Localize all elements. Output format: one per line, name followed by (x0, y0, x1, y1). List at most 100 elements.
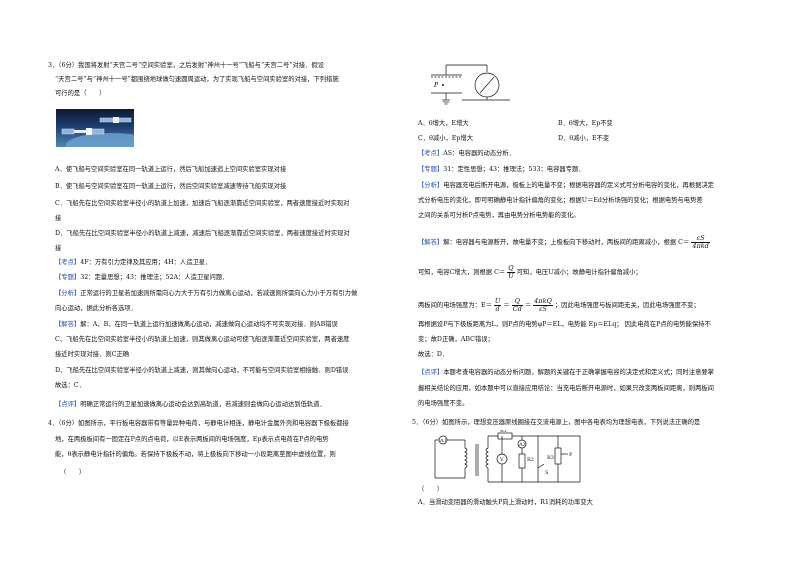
q3-jieda-line4: D、飞船先在比空间实验室半径小的轨道上减速，则其做向心运动，不可能与空间实验室相… (55, 367, 349, 374)
point-p-label: P (433, 82, 439, 89)
kaodian-text: 4F：万有引力定律及其应用；4H：人造卫星． (80, 259, 212, 266)
q4-jieda-line6: 故选：D． (418, 351, 449, 358)
right-column: P A．θ增大，E增大 B．θ增大，Ep不变 C．θ减小，Ep增大 D．θ减小，… (400, 0, 800, 565)
ammeter-a2-label: A2 (518, 442, 526, 448)
q4-option-c: C．θ减小，Ep增大 (418, 135, 474, 142)
q4-jieda-line4: 再根据设P与下极板距离为L，则P点的电势φP＝EL，电势能 Ep＝ELq； 因此… (418, 321, 711, 328)
space-station-image (56, 109, 134, 147)
q4-fenxi-line2: 式分析电压的变化，即可明确静电计指针偏角的变化；根据U＝Ed分析场强的变化；根据… (418, 197, 703, 204)
left-column: 3．（6分）我国将发射“天宫二号”空间实验室，之后发射“神州十一号”飞船与“天宫… (48, 62, 357, 476)
q4-stem-line4: （ ） (60, 469, 86, 476)
q4-option-b: B．θ增大，Ep不变 (558, 120, 613, 127)
frac-denominator: εS (539, 305, 547, 313)
dianping-text: 本题考查电容器的动态分析问题，解题的关键在于正确掌握电容的决定式和定义式；同时注… (443, 369, 714, 376)
fenxi-tag: 【分析】 (55, 290, 81, 297)
switch-s-label: S (545, 470, 549, 476)
frac-denominator: 4πkd (692, 242, 709, 250)
fenxi-text: 电容器充电后断开电源，极板上的电量不变；根据电容器的定义式可分析电容的变化，再根… (443, 182, 714, 189)
q4-fenxi-line1: 【分析】电容器充电后断开电源，极板上的电量不变；根据电容器的定义式可分析电容的变… (418, 182, 714, 190)
frac-denominator: Cd (512, 305, 522, 313)
resistor-r2-label: R2 (527, 457, 534, 463)
q4-option-a: A．θ增大，E增大 (418, 120, 469, 127)
dianping-tag: 【点评】 (55, 401, 81, 408)
frac-numerator: 4πkQ (533, 297, 553, 306)
jieda-text: 可知，电容C增大，则根据 C＝ (418, 269, 506, 276)
q3-option-d-line1: D．飞船先在比空间实验室半径小的轨道上减速，减速后飞船逐渐靠近空间实验室，两者速… (55, 230, 350, 237)
q3-option-c-line1: C．飞船先在比空间实验室半径小的轨道上加速，加速后飞船逐渐靠近空间实验室，两者速… (55, 200, 350, 207)
frac-numerator: Q (511, 298, 523, 306)
q3-fenxi-line1: 【分析】正常运行的卫星若加速则所需向心力大于万有引力做离心运动，若减速则所需向心… (55, 290, 357, 298)
dianping-text: 明确正常运行的卫星加速做离心运动会达到高轨道，若减速则会做向心运动达到低轨道． (80, 401, 326, 408)
jieda-text: 两板间的电场强度为：E＝ (418, 302, 492, 309)
q4-stem-line3: 能，θ表示静电计指针的偏角。若保持下极板不动，将上极板向下移动一小段距离至图中虚… (55, 451, 336, 458)
jieda-tag: 【解答】 (55, 321, 81, 328)
kaodian-tag: 【考点】 (55, 259, 81, 266)
q5-stem-line1: 5．（6分）如图所示，理想变压器原线圈接在交流电源上，图中各电表均为理想电表，下… (412, 419, 701, 426)
kaodian-text: AS：电容器的动态分析． (443, 150, 516, 157)
q4-stem-line1: 4．（6分）如图所示，平行板电容器带有等量异种电荷，与静电计相连，静电计金属外壳… (48, 420, 349, 427)
voltmeter-v-label: V (499, 457, 504, 463)
q3-stem-line1: 3．（6分）我国将发射“天宫二号”空间实验室，之后发射“神州十一号”飞船与“天宫… (48, 62, 325, 69)
frac-denominator: U (508, 272, 514, 280)
zhuanti-tag: 【专题】 (418, 166, 444, 173)
jieda-text: 可知，电压U减小；故静电计指针偏角减小； (516, 269, 642, 276)
q4-option-d: D．θ减小，E不变 (558, 135, 610, 142)
q5-option-a: A．当滑动变阻器的滑动触头P向上滑动时，R1消耗的功率变大 (418, 499, 593, 506)
q4-dianping-line2: 握相关结论的应用，如本题中可以直接应用结论：当充电后断开电源时，如果只改变两板间… (418, 385, 714, 392)
zhuanti-text: 31：定性思想；43：推理法；533：电容器专题． (443, 166, 585, 173)
q3-stem-line2: “天宫二号”与“神州十一号”都围绕地球做匀速圆周运动，为了实现飞船与空间实验室的… (55, 76, 339, 83)
frac-numerator: Q (507, 264, 515, 273)
q3-jieda-line5: 故选：C． (55, 382, 86, 389)
q3-option-d-line2: 接 (55, 245, 62, 252)
resistor-r3-label: R3 (547, 455, 554, 461)
q4-jieda-line1: 【解答】解：电容器与电源断开，故电量不变；上极板向下移动时，两板间的距离减小，根… (418, 235, 710, 250)
q4-dianping-line3: 的电场强度不变。 (418, 400, 469, 407)
q4-jieda-line5: 变；故D正确，ABC错误； (418, 336, 494, 343)
equals-sign: ＝ (524, 302, 532, 309)
q4-kaodian: 【考点】AS：电容器的动态分析． (418, 150, 515, 158)
frac-denominator: d (495, 305, 500, 313)
zhuanti-text: 32：定量思想；43：推理法；52A：人造卫星问题． (80, 274, 229, 281)
equals-sign: ＝ (503, 302, 510, 309)
q3-zhuanti: 【专题】32：定量思想；43：推理法；52A：人造卫星问题． (55, 274, 228, 282)
q3-jieda-line1: 【解答】解：A、B、在同一轨道上运行加速做离心运动，减速做向心运动均不可实现对接… (55, 321, 338, 329)
q4-dianping-line1: 【点评】本题考查电容器的动态分析问题，解题的关键在于正确掌握电容的决定式和定义式… (418, 369, 714, 377)
zhuanti-tag: 【专题】 (55, 274, 81, 281)
q5-stem-line2: （ ） (418, 486, 444, 493)
frac-numerator: εS (691, 235, 710, 243)
jieda-tag: 【解答】 (418, 239, 444, 246)
q4-fenxi-line3: 之间的关系可分析P点电势，再由电势分析电势能的变化。 (418, 212, 580, 219)
slider-p-label: P (569, 452, 573, 458)
resistor-r1-label: R1 (500, 430, 507, 434)
q3-kaodian: 【考点】4F：万有引力定律及其应用；4H：人造卫星． (55, 259, 211, 267)
fenxi-tag: 【分析】 (418, 182, 444, 189)
fenxi-text: 正常运行的卫星若加速则所需向心力大于万有引力做离心运动，若减速则所需向心力小于万… (80, 290, 358, 297)
transformer-circuit-figure: A1 R1 A2 V R2 R3 P S (434, 430, 581, 483)
jieda-text: 解：电容器与电源断开，故电量不变；上极板向下移动时，两板间的距离减小，根据 C＝ (443, 239, 690, 246)
q4-zhuanti: 【专题】31：定性思想；43：推理法；533：电容器专题． (418, 166, 585, 174)
kaodian-tag: 【考点】 (418, 150, 444, 157)
q3-jieda-line2: C、飞船先在比空间实验室半径小的轨道上加速，则其做离心运动可使飞船逐渐靠近空间实… (55, 336, 350, 343)
ammeter-a1-label: A1 (439, 438, 447, 444)
q3-option-a: A．使飞船与空间实验室在同一轨道上运行，然后飞船加速追上空间实验室实现对接 (55, 166, 287, 173)
capacitor-electrometer-figure: P (431, 64, 510, 105)
q3-jieda-line3: 接近时实现对接．则C正确 (55, 351, 130, 358)
q4-stem-line2: 地，在两极板间有一固定在P点的点电荷，以E表示两板间的电场强度，Ep表示点电荷在… (55, 436, 329, 443)
q3-option-c-line2: 接 (55, 215, 62, 222)
q3-fenxi-line2: 向心运动，据此分析各选项． (55, 305, 137, 312)
jieda-text: 解：A、B、在同一轨道上运行加速做离心运动，减速做向心运动均不可实现对接．则AB… (80, 321, 338, 328)
jieda-text: ；因此电场强度与板间距无关，因此电场强度不变； (554, 302, 700, 309)
frac-numerator: U (493, 297, 502, 306)
q3-dianping: 【点评】明确正常运行的卫星加速做离心运动会达到高轨道，若减速则会做向心运动达到低… (55, 401, 326, 409)
dianping-tag: 【点评】 (418, 369, 444, 376)
q3-option-b: B．使飞船与空间实验室在同一轨道上运行，然后空间实验室减速等待飞船实现对接 (55, 183, 287, 190)
q3-stem-line3: 可行的是（ ） (55, 90, 106, 97)
